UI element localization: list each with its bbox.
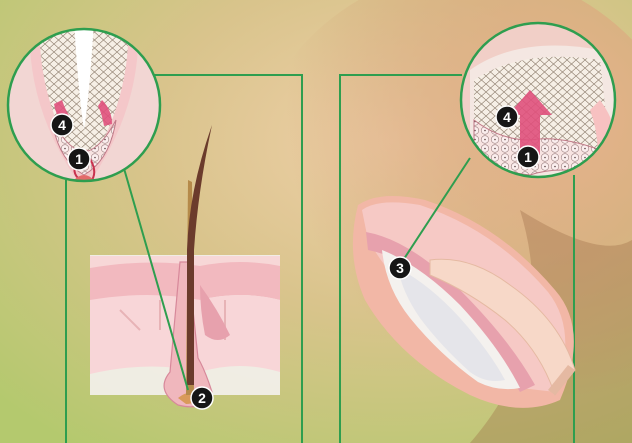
callout-1-left: 1 xyxy=(68,148,90,170)
svg-text:4: 4 xyxy=(503,109,511,125)
svg-text:4: 4 xyxy=(58,117,66,133)
callout-1-right: 1 xyxy=(517,146,539,168)
callout-3: 3 xyxy=(389,257,411,279)
svg-text:1: 1 xyxy=(75,151,83,167)
callout-4-right: 4 xyxy=(496,106,518,128)
svg-text:3: 3 xyxy=(396,260,404,276)
svg-text:1: 1 xyxy=(524,149,532,165)
callout-4-left: 4 xyxy=(51,114,73,136)
svg-text:2: 2 xyxy=(198,390,206,406)
callout-2: 2 xyxy=(191,387,213,409)
